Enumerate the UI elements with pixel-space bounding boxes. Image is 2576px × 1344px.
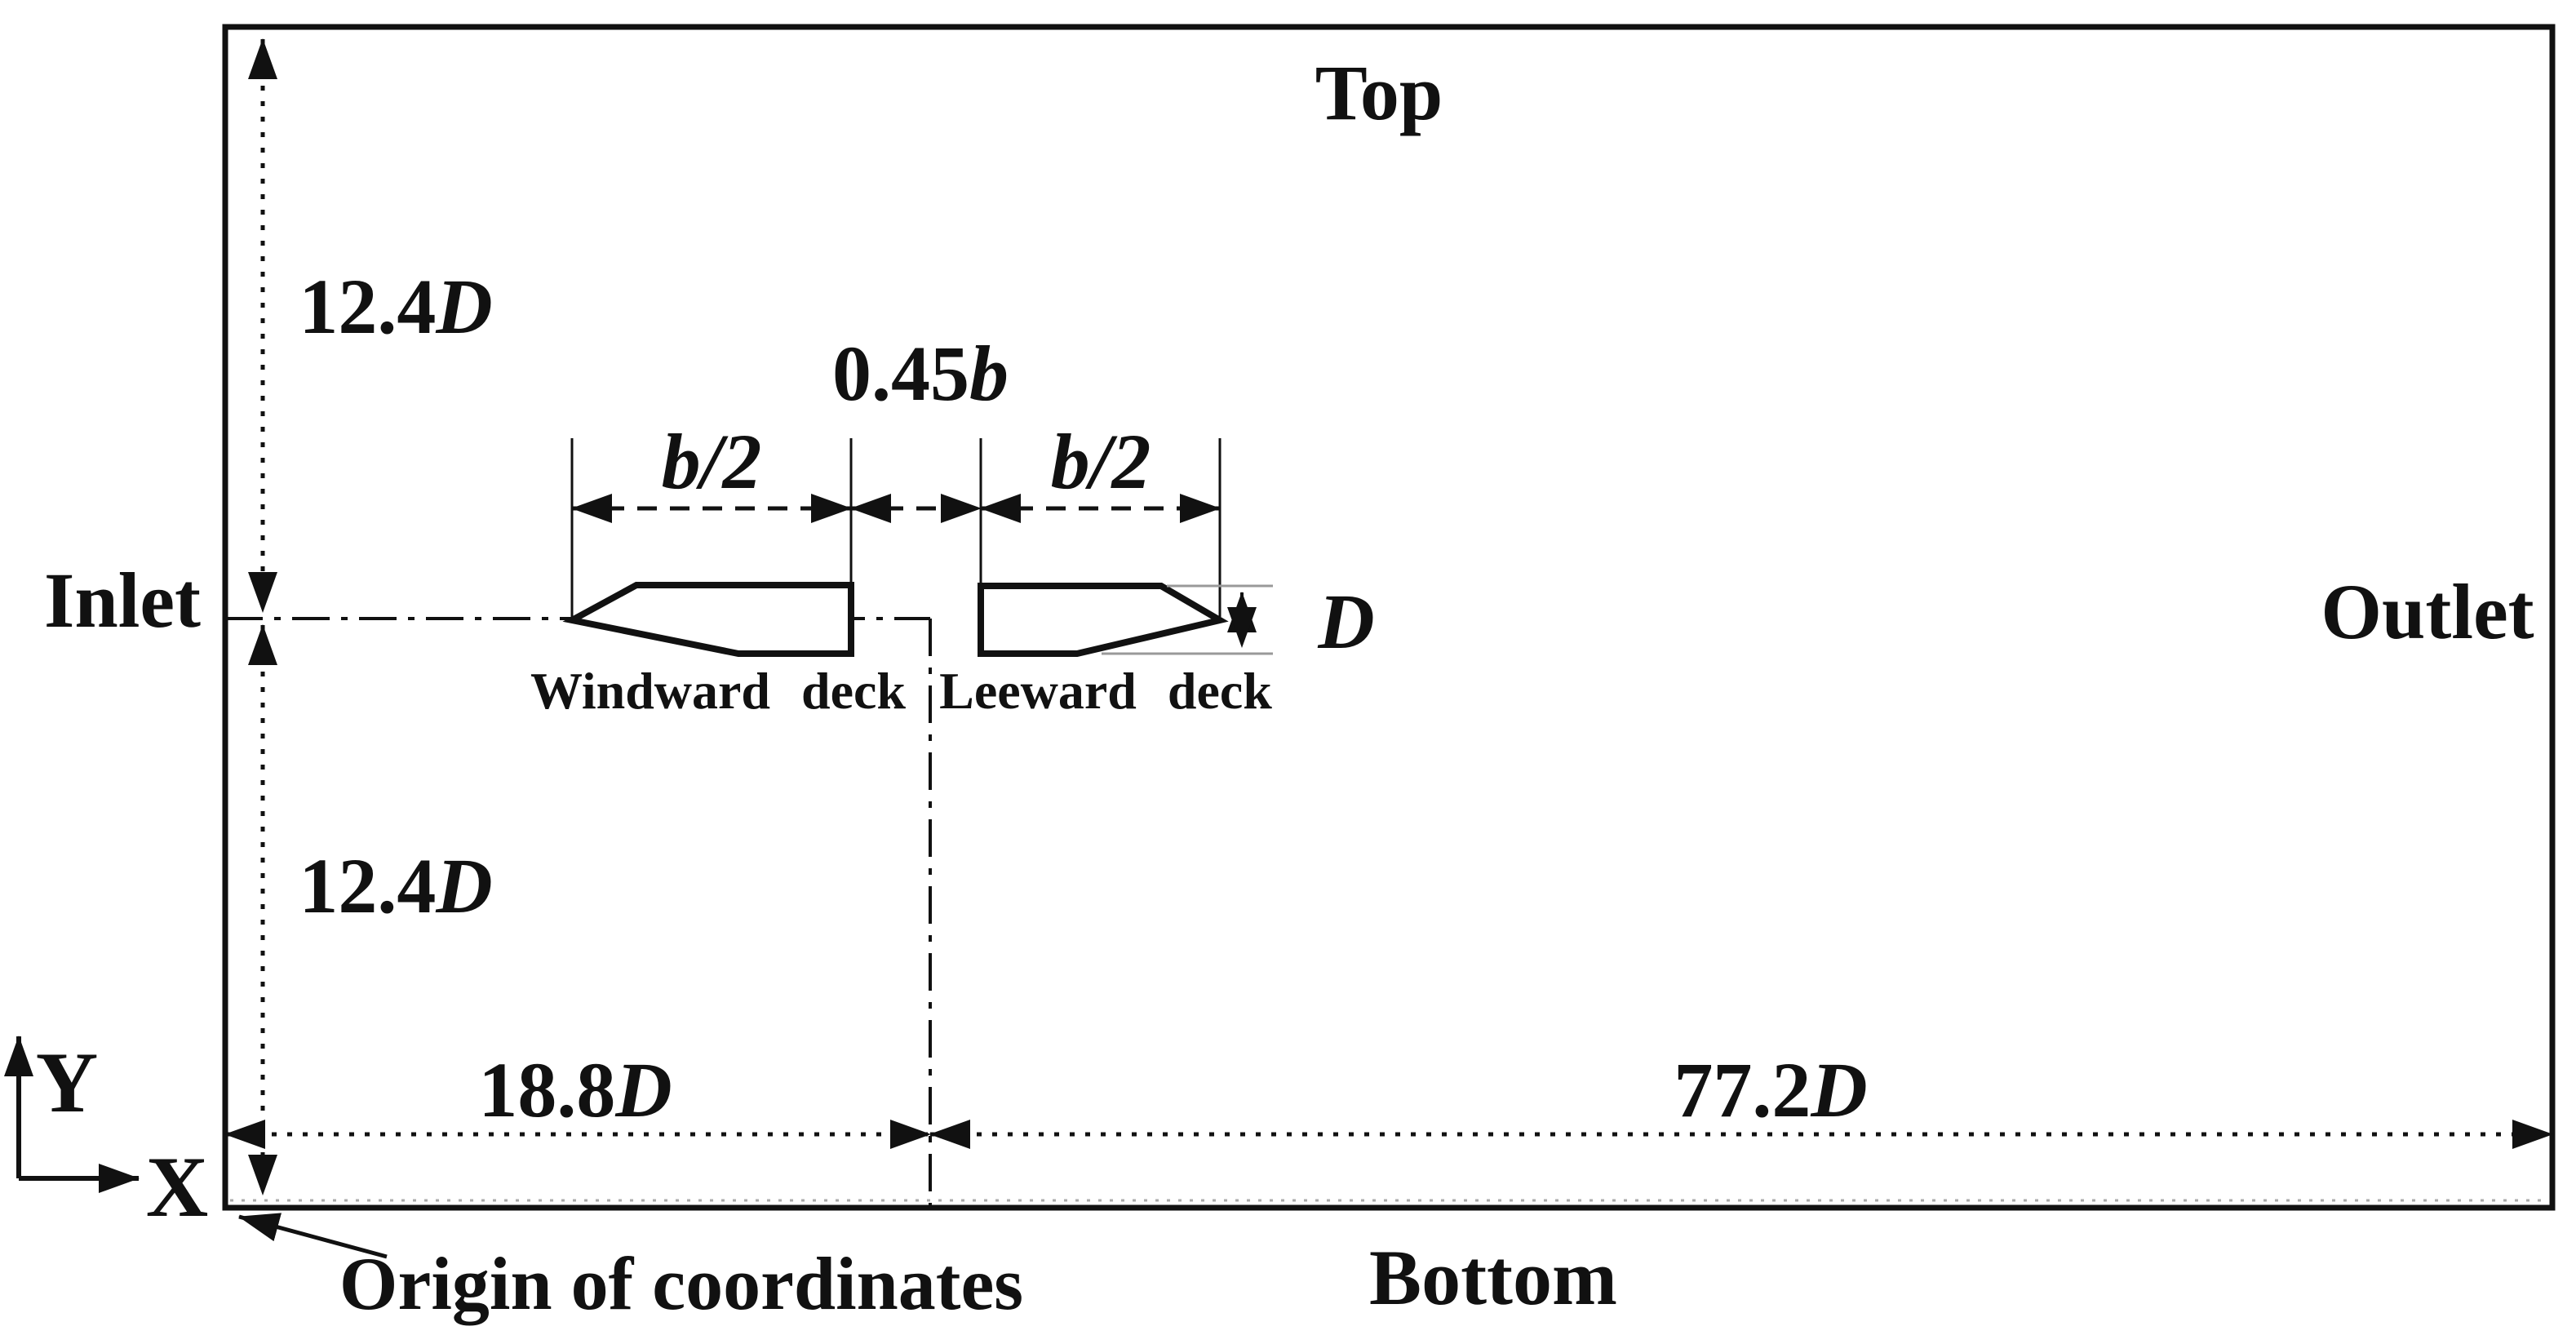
- label-y-axis: Y: [36, 1035, 99, 1130]
- dim-label-leeward-width: b/2: [1051, 418, 1151, 505]
- dim-gap-symbol: b: [969, 330, 1009, 417]
- dim-upstream-symbol: D: [614, 1046, 672, 1133]
- dim-lower-height-symbol: D: [435, 842, 492, 929]
- dim-upstream-value: 18.8: [478, 1046, 615, 1133]
- label-bottom: Bottom: [1369, 1234, 1617, 1321]
- dim-label-upstream-length: 18.8D: [478, 1046, 672, 1133]
- label-origin: Origin of coordinates: [339, 1242, 1023, 1325]
- origin-leader-arrow: [238, 1213, 388, 1259]
- label-windward-deck: Windward deck: [530, 662, 906, 720]
- label-inlet: Inlet: [44, 557, 201, 644]
- dim-downstream-symbol: D: [1810, 1046, 1867, 1133]
- dim-label-deck-depth: D: [1317, 578, 1374, 665]
- dim-label-upper-height: 12.4D: [299, 263, 492, 350]
- dim-label-downstream-length: 77.2D: [1674, 1046, 1867, 1133]
- dim-downstream-value: 77.2: [1674, 1046, 1811, 1133]
- dim-label-windward-width: b/2: [662, 418, 762, 505]
- label-top: Top: [1315, 49, 1443, 136]
- windward-deck-section: [562, 582, 854, 657]
- label-outlet: Outlet: [2321, 568, 2534, 655]
- dim-upper-height-symbol: D: [435, 263, 492, 350]
- dim-gap-value: 0.45: [832, 330, 969, 417]
- dim-lower-height-value: 12.4: [299, 842, 436, 929]
- dim-upper-height-value: 12.4: [299, 263, 436, 350]
- label-leeward-deck: Leeward deck: [939, 662, 1272, 720]
- dim-label-gap: 0.45b: [832, 330, 1009, 417]
- dim-label-lower-height: 12.4D: [299, 842, 492, 929]
- leeward-deck-section: [978, 583, 1229, 657]
- label-x-axis: X: [146, 1139, 209, 1235]
